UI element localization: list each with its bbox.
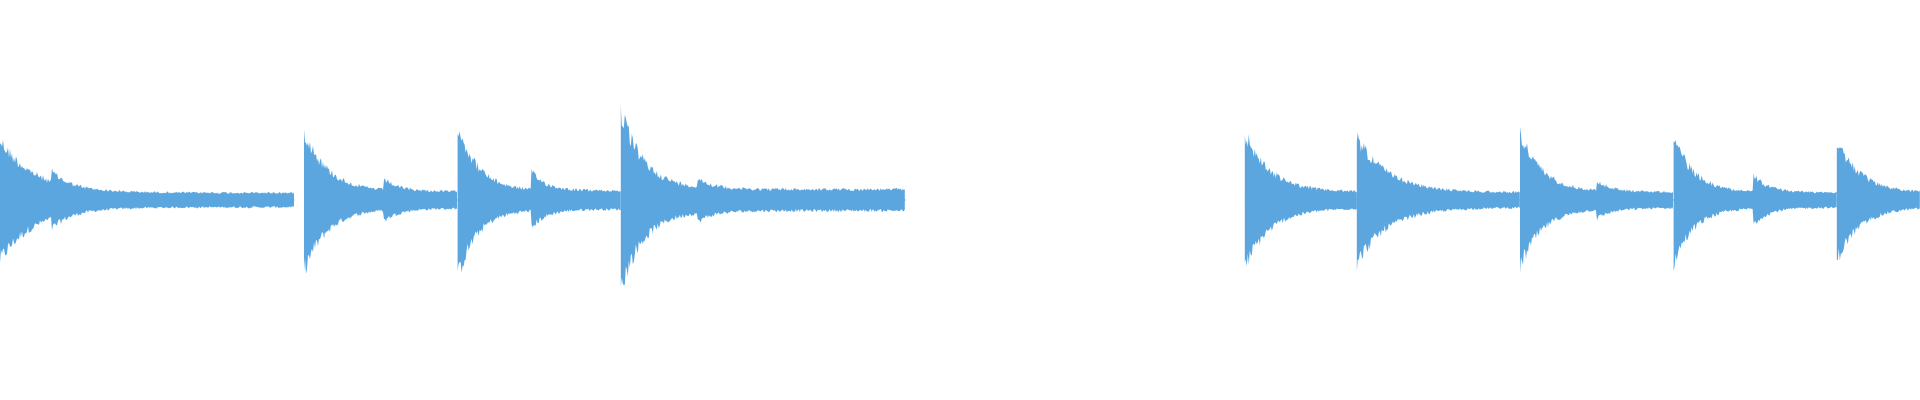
waveform-segment-9 <box>1836 147 1920 261</box>
waveform-segment-3 <box>457 131 621 273</box>
waveform-segment-2 <box>304 129 457 274</box>
waveform-segment-4 <box>620 104 905 287</box>
waveform-segment-8 <box>1673 139 1837 272</box>
waveform-segment-1 <box>0 139 294 263</box>
waveform-layer <box>0 104 1920 287</box>
waveform-segment-6 <box>1356 132 1520 272</box>
